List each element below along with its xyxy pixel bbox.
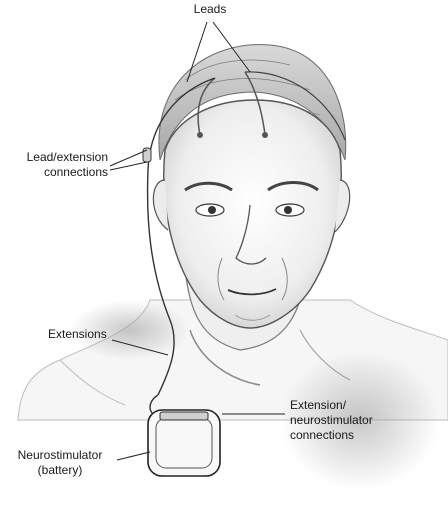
ext-neuro-label: Extension/ neurostimulator connections bbox=[290, 398, 373, 443]
lead-extension-label: Lead/extension connections bbox=[0, 150, 108, 180]
lead-tip-right bbox=[262, 132, 268, 138]
face bbox=[153, 100, 349, 328]
ext-neuro-label-line2: neurostimulator bbox=[290, 413, 373, 428]
neurostimulator-label-line2: (battery) bbox=[6, 463, 114, 478]
device-header bbox=[160, 412, 208, 420]
leads-label: Leads bbox=[180, 2, 240, 17]
neurostimulator-callout bbox=[117, 452, 150, 460]
lead-extension-label-line1: Lead/extension bbox=[0, 150, 108, 165]
ext-neuro-label-line3: connections bbox=[290, 428, 373, 443]
lead-extension-label-line2: connections bbox=[0, 165, 108, 180]
lead-tip-left bbox=[197, 132, 203, 138]
extensions-label: Extensions bbox=[48, 327, 107, 342]
ext-neuro-label-line1: Extension/ bbox=[290, 398, 373, 413]
neurostimulator-label-line1: Neurostimulator bbox=[6, 448, 114, 463]
neurostimulator-label: Neurostimulator (battery) bbox=[6, 448, 114, 478]
